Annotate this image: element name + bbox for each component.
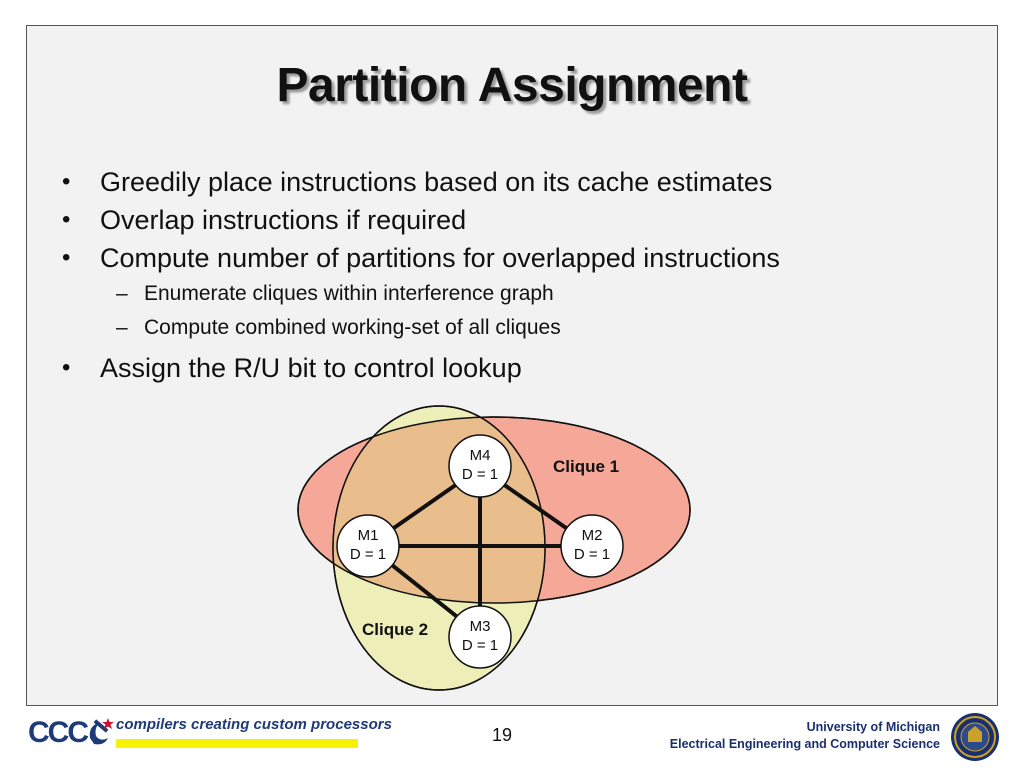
ccc-logo: CCC (28, 716, 89, 749)
footer-accent-bar (116, 739, 358, 748)
bullet-text: Compute number of partitions for overlap… (100, 243, 780, 273)
sub-bullet-symbol: – (116, 316, 128, 339)
node-m3 (448, 605, 512, 669)
node-m1-label: M1 D = 1 (328, 526, 408, 564)
node-m2 (560, 514, 624, 578)
bullet-symbol: • (62, 168, 71, 195)
clique-2-label: Clique 2 (362, 620, 429, 639)
bullet-list: • Greedily place instructions based on i… (58, 163, 978, 387)
sub-bullet-item: – Enumerate cliques within interference … (58, 277, 978, 311)
bullet-text: Assign the R/U bit to control lookup (100, 353, 522, 383)
bullet-item: • Greedily place instructions based on i… (58, 163, 978, 201)
bullet-symbol: • (62, 354, 71, 381)
bullet-text: Greedily place instructions based on its… (100, 167, 773, 197)
node-value: D = 1 (461, 637, 499, 654)
node-name: M1 (357, 527, 379, 544)
bullet-item: • Assign the R/U bit to control lookup (58, 349, 978, 387)
bullet-text: Overlap instructions if required (100, 205, 467, 235)
bullet-item: • Overlap instructions if required (58, 201, 978, 239)
department-name: Electrical Engineering and Computer Scie… (669, 737, 940, 751)
page-number: 19 (492, 725, 513, 745)
university-name: University of Michigan (806, 720, 940, 734)
sub-bullet-symbol: – (116, 282, 128, 305)
ccc-tagline: compilers creating custom processors (116, 716, 392, 733)
university-block: University of Michigan Electrical Engine… (670, 719, 940, 753)
node-value: D = 1 (349, 546, 387, 563)
bullet-item: • Compute number of partitions for overl… (58, 239, 978, 277)
node-value: D = 1 (573, 546, 611, 563)
sub-bullet-text: Enumerate cliques within interference gr… (144, 282, 554, 305)
node-name: M3 (469, 618, 491, 635)
sub-bullet-text: Compute combined working-set of all cliq… (144, 316, 561, 339)
bullet-symbol: • (62, 206, 71, 233)
node-m1 (336, 514, 400, 578)
node-name: M4 (469, 447, 491, 464)
hammer-sickle-icon (89, 718, 114, 745)
node-m2-label: M2 D = 1 (552, 526, 632, 564)
node-value: D = 1 (461, 466, 499, 483)
clique-1-label: Clique 1 (553, 457, 620, 476)
sub-bullet-item: – Compute combined working-set of all cl… (58, 311, 978, 345)
node-m4-label: M4 D = 1 (440, 446, 520, 484)
bullet-symbol: • (62, 244, 71, 271)
node-name: M2 (581, 527, 603, 544)
slide-title: Partition Assignment (276, 59, 748, 112)
clique-1-outline (297, 416, 691, 604)
node-m4 (448, 434, 512, 498)
node-m3-label: M3 D = 1 (440, 617, 520, 655)
university-seal-icon (951, 713, 999, 761)
